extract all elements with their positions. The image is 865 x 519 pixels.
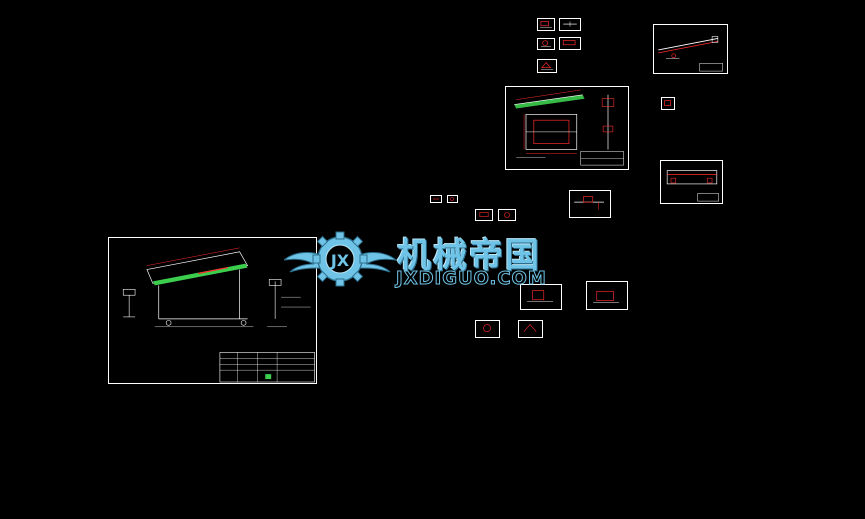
detail-sheet-5[interactable] (537, 59, 557, 73)
gear-wings-icon: JX (284, 231, 396, 287)
detail-sheet-12[interactable] (475, 320, 500, 338)
detail-sheet-11[interactable] (586, 281, 628, 310)
detail-sheet-9[interactable] (498, 209, 516, 221)
right-part-drawing[interactable] (660, 160, 723, 204)
detail-sheet-6[interactable] (430, 195, 442, 203)
top-right-part-drawing[interactable] (653, 24, 728, 74)
detail-sheet-8[interactable] (475, 209, 493, 221)
detail-sheet-1[interactable] (537, 18, 555, 31)
detail-sheet-7[interactable] (447, 195, 458, 203)
watermark-url: JXDIGUO.COM (396, 268, 547, 290)
middle-part-drawing[interactable] (569, 190, 611, 218)
detail-sheet-2[interactable] (559, 18, 581, 31)
detail-sheet-4[interactable] (559, 37, 581, 50)
logo-letters: JX (330, 251, 350, 270)
frame-assembly-drawing[interactable] (505, 86, 629, 170)
watermark-logo: JX 机械帝国 JXDIGUO.COM (284, 226, 584, 292)
detail-sheet-3[interactable] (537, 38, 555, 50)
watermark-title: 机械帝国 (397, 236, 541, 276)
main-assembly-drawing[interactable] (108, 237, 317, 384)
tiny-detail-right[interactable] (661, 97, 675, 110)
detail-sheet-13[interactable] (518, 320, 543, 338)
detail-sheet-10[interactable] (520, 284, 562, 310)
